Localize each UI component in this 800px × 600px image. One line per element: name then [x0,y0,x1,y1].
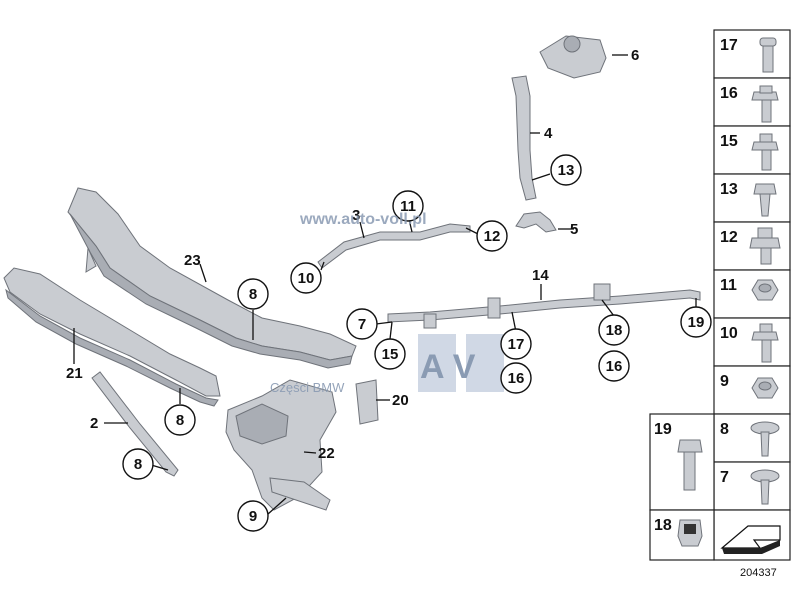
arrow-icon [720,525,781,554]
part-21-lower-member [3,267,221,407]
fastener-cell-19: 19 [649,413,715,511]
svg-text:9: 9 [249,508,257,525]
svg-text:8: 8 [176,412,184,429]
callout-3: 3 [352,207,360,224]
svg-text:17: 17 [720,37,738,54]
svg-text:12: 12 [484,228,501,245]
part-22-bracket [225,379,337,511]
button-screw-icon [750,421,780,457]
part-5-bracket [515,211,557,233]
fastener-cell-17: 17 [713,29,791,79]
callout-22: 22 [318,445,335,462]
svg-text:16: 16 [606,358,623,375]
watermark-block-a [418,334,456,392]
callout-circle-8-middle: 8 [164,404,196,436]
button-screw-icon [750,469,780,505]
fastener-cell-9: 9 [713,365,791,415]
svg-text:16: 16 [508,370,525,387]
part-23-upper-member [67,187,357,369]
hex-bolt-icon [751,85,779,123]
svg-text:9: 9 [720,373,729,390]
bolt-icon [759,37,777,73]
callout-circle-10: 10 [290,262,322,294]
part-4-stay [511,75,537,201]
svg-text:7: 7 [720,469,729,486]
diagram-code: 204337 [740,567,777,579]
callout-20: 20 [392,392,409,409]
svg-text:17: 17 [508,336,525,353]
svg-text:15: 15 [382,346,399,363]
callout-circle-12: 12 [476,220,508,252]
svg-text:19: 19 [688,314,705,331]
hex-bolt-icon [751,323,779,363]
callout-circle-13: 13 [550,154,582,186]
svg-text:19: 19 [654,421,672,438]
callout-6: 6 [631,47,639,64]
screw-icon [753,183,777,217]
callout-2: 2 [90,415,98,432]
fastener-table: 17 16 15 13 [649,29,791,561]
svg-text:12: 12 [720,229,738,246]
fastener-cell-16: 16 [713,77,791,127]
callout-circle-18: 18 [598,314,630,346]
svg-text:13: 13 [558,162,575,179]
fastener-cell-12: 12 [713,221,791,271]
svg-text:18: 18 [654,517,672,534]
leader-lines [73,54,697,515]
svg-text:10: 10 [720,325,738,342]
callout-circle-7: 7 [346,308,378,340]
watermark-block-v [466,334,504,392]
fastener-cell-11: 11 [713,269,791,319]
svg-text:15: 15 [720,133,738,150]
part-20-small-bracket [355,379,379,425]
svg-text:13: 13 [720,181,738,198]
fastener-cell-15: 15 [713,125,791,175]
part-6-clamp [539,35,607,79]
callout-5: 5 [570,221,578,238]
callout-circle-8-bottom: 8 [122,448,154,480]
callout-circle-11: 11 [392,190,424,222]
svg-text:18: 18 [606,322,623,339]
part-2-strut [91,371,179,477]
watermark-url: www.auto-voll.pl [299,211,427,228]
callout-circle-16-right: 16 [598,350,630,382]
part-3-support [317,223,471,269]
callout-circle-15: 15 [374,338,406,370]
callout-4: 4 [544,125,553,142]
part-14-long-bar [387,283,701,329]
fastener-cell-10: 10 [713,317,791,367]
callout-21: 21 [66,365,83,382]
long-bolt-icon [677,439,703,491]
callout-circle-19: 19 [680,306,712,338]
callout-circle-8-top: 8 [237,278,269,310]
hex-bolt-icon [751,133,779,171]
fastener-cell-7: 7 [713,461,791,511]
nut-icon [751,377,779,399]
hex-bolt-icon [749,227,781,265]
svg-text:11: 11 [400,198,416,215]
nut-icon [751,279,779,301]
watermark-brand-letters: A V [420,348,476,386]
svg-text:8: 8 [720,421,729,438]
arrow-cell [713,509,791,561]
callout-circle-16-left: 16 [500,362,532,394]
callout-circle-9: 9 [237,500,269,532]
callout-circle-17: 17 [500,328,532,360]
fastener-cell-8: 8 [713,413,791,463]
fastener-cell-18: 18 [649,509,715,561]
svg-text:16: 16 [720,85,738,102]
svg-text:10: 10 [298,270,315,287]
callout-14: 14 [532,267,549,284]
svg-text:8: 8 [134,456,142,473]
fastener-cell-13: 13 [713,173,791,223]
watermark-parts-text: Części BMW [270,380,345,395]
clip-icon [677,519,703,547]
callout-23: 23 [184,252,201,269]
svg-text:7: 7 [358,316,366,333]
svg-text:11: 11 [720,277,737,294]
svg-text:8: 8 [249,286,257,303]
